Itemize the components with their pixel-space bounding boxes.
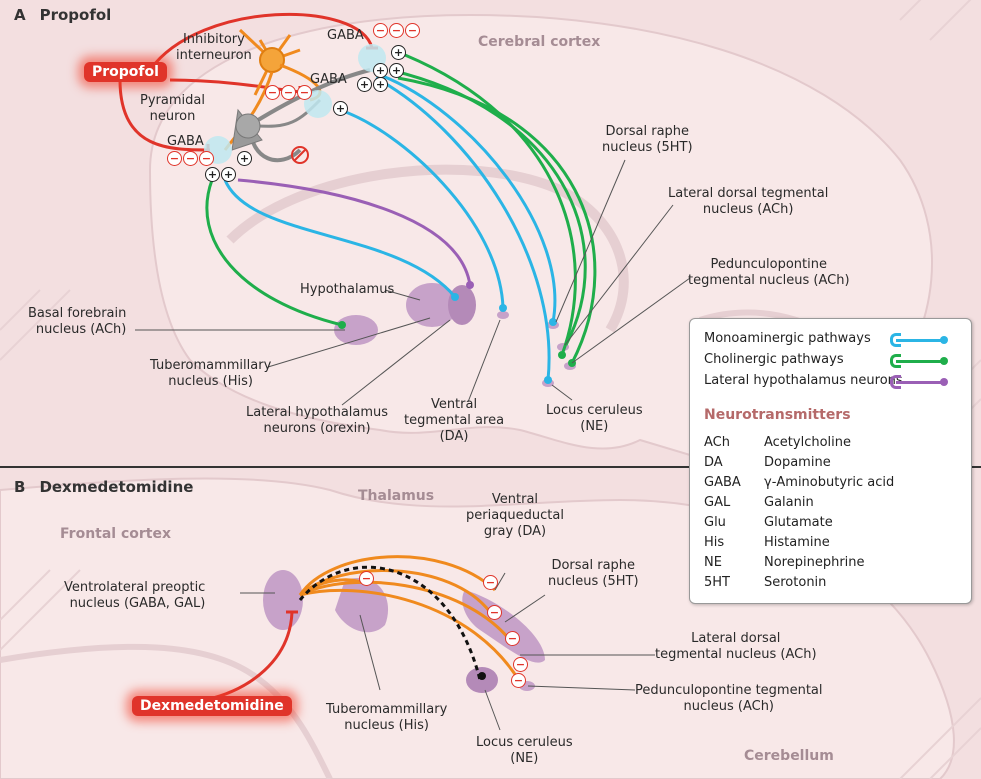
- label-lateral-dorsal-a: Lateral dorsal tegmental nucleus (ACh): [668, 186, 828, 218]
- label-vlpo: Ventrolateral preoptic nucleus (GABA, GA…: [64, 580, 205, 612]
- inhibitory-symbol: −: [373, 23, 388, 38]
- panel-a-heading: A Propofol: [14, 6, 111, 24]
- label-hypothalamus: Hypothalamus: [300, 282, 394, 298]
- panel-b-heading: B Dexmedetomidine: [14, 478, 193, 496]
- panel-a-letter: A: [14, 6, 26, 24]
- panel-b-title: Dexmedetomidine: [39, 478, 193, 496]
- propofol-drug-label: Propofol: [84, 62, 167, 82]
- inhibitory-symbol: −: [281, 85, 296, 100]
- inhibitory-symbol: −: [511, 673, 526, 688]
- legend-line-hypothalamic: [896, 381, 944, 384]
- vlpo-nucleus: [263, 570, 303, 630]
- label-gaba-3: GABA: [167, 134, 204, 150]
- panel-b-letter: B: [14, 478, 25, 496]
- inhibitory-symbol: −: [483, 575, 498, 590]
- label-basal-forebrain: Basal forebrain nucleus (ACh): [28, 306, 126, 338]
- inhibitory-symbol: −: [513, 657, 528, 672]
- label-locus-ceruleus-a: Locus ceruleus (NE): [546, 403, 643, 435]
- inhibitory-symbol: −: [183, 151, 198, 166]
- label-locus-ceruleus-b: Locus ceruleus (NE): [476, 735, 573, 767]
- excitatory-symbol: +: [357, 77, 372, 92]
- excitatory-symbol: +: [221, 167, 236, 182]
- inhibitory-symbol: −: [297, 85, 312, 100]
- legend-box: Monoaminergic pathways Cholinergic pathw…: [689, 318, 972, 604]
- neurotransmitters-title: Neurotransmitters: [704, 407, 851, 423]
- excitatory-symbol: +: [237, 151, 252, 166]
- legend-cholinergic: Cholinergic pathways: [704, 352, 844, 367]
- inhibitory-symbol: −: [487, 605, 502, 620]
- label-inhibitory-interneuron: Inhibitory interneuron: [176, 32, 252, 64]
- lateral-hypothalamus-nucleus: [448, 285, 476, 325]
- inhibitory-symbol: −: [505, 631, 520, 646]
- inhibitory-symbol: −: [167, 151, 182, 166]
- label-dorsal-raphe-b: Dorsal raphe nucleus (5HT): [548, 558, 639, 590]
- inhibitory-symbol: −: [265, 85, 280, 100]
- label-vpag: Ventral periaqueductal gray (DA): [466, 492, 564, 540]
- excitatory-symbol: +: [373, 77, 388, 92]
- dexmedetomidine-drug-label: Dexmedetomidine: [132, 696, 292, 716]
- excitatory-symbol: +: [373, 63, 388, 78]
- inhibitory-symbol: −: [359, 571, 374, 586]
- region-cerebral-cortex: Cerebral cortex: [478, 34, 600, 50]
- legend-line-monoaminergic: [896, 339, 944, 342]
- region-frontal-cortex: Frontal cortex: [60, 526, 171, 542]
- label-dorsal-raphe-a: Dorsal raphe nucleus (5HT): [602, 124, 693, 156]
- legend-hypothalamic: Lateral hypothalamus neurons: [704, 373, 903, 388]
- legend-line-cholinergic: [896, 360, 944, 363]
- label-vta: Ventral tegmental area (DA): [404, 397, 504, 445]
- excitatory-symbol: +: [205, 167, 220, 182]
- excitatory-symbol: +: [389, 63, 404, 78]
- label-pedunculopontine-a: Pedunculopontine tegmental nucleus (ACh): [688, 257, 850, 289]
- label-lateral-dorsal-b: Lateral dorsal tegmental nucleus (ACh): [655, 631, 817, 663]
- excitatory-symbol: +: [391, 45, 406, 60]
- inhibitory-symbol: −: [405, 23, 420, 38]
- label-gaba-2: GABA: [310, 72, 347, 88]
- excitatory-symbol: +: [333, 101, 348, 116]
- legend-monoaminergic: Monoaminergic pathways: [704, 331, 871, 346]
- vta-nucleus: [497, 311, 509, 319]
- label-gaba-1: GABA: [327, 28, 364, 44]
- inhibitory-symbol: −: [199, 151, 214, 166]
- panel-a-title: Propofol: [40, 6, 112, 24]
- inhibitory-symbol: −: [389, 23, 404, 38]
- label-lateral-hypothalamus: Lateral hypothalamus neurons (orexin): [246, 405, 388, 437]
- region-cerebellum: Cerebellum: [744, 748, 834, 764]
- label-pyramidal-neuron: Pyramidal neuron: [140, 93, 205, 125]
- label-tuberomammillary-b: Tuberomammillary nucleus (His): [326, 702, 447, 734]
- region-thalamus: Thalamus: [358, 488, 434, 504]
- label-pedunculopontine-b: Pedunculopontine tegmental nucleus (ACh): [635, 683, 823, 715]
- label-tuberomammillary-a: Tuberomammillary nucleus (His): [150, 358, 271, 390]
